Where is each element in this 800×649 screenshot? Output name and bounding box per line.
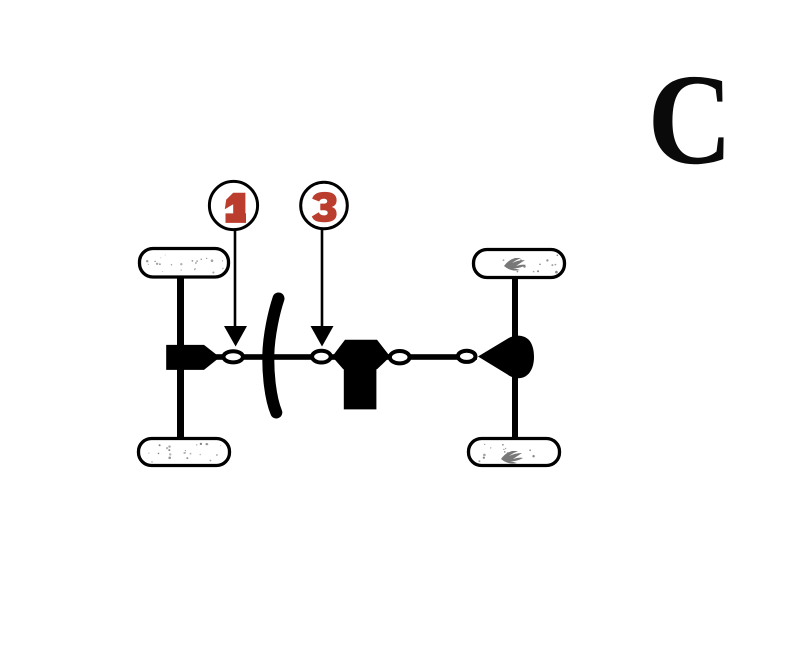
svg-text:C: C: [648, 48, 733, 192]
